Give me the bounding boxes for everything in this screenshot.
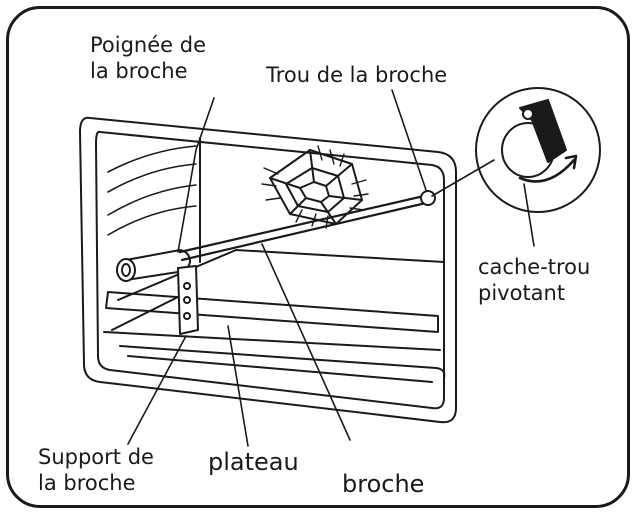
cover-label-line2: pivotant (478, 281, 566, 305)
spit-support (177, 265, 199, 335)
spit-rod (178, 190, 436, 262)
cover-label: cache-trou pivotant (478, 254, 590, 306)
support-label-line2: la broche (38, 471, 136, 495)
cover-label-line1: cache-trou (478, 255, 591, 279)
handle-label-line1: Poignée de (90, 33, 207, 57)
hole-cover-detail (475, 87, 601, 213)
rack-rails (107, 145, 197, 236)
fan-grille (261, 145, 369, 229)
handle-label: Poignée de la broche (90, 32, 206, 84)
spit-label: broche (342, 470, 425, 498)
oven-cavity (79, 116, 457, 424)
handle-label-line2: la broche (90, 59, 188, 83)
support-label: Support de la broche (38, 444, 154, 496)
diagram-border (6, 6, 630, 508)
support-label-line1: Support de (38, 445, 154, 469)
tray-label: plateau (208, 448, 299, 476)
hole-label: Trou de la broche (266, 63, 448, 87)
leader-lines (127, 89, 535, 447)
tray (103, 249, 446, 383)
